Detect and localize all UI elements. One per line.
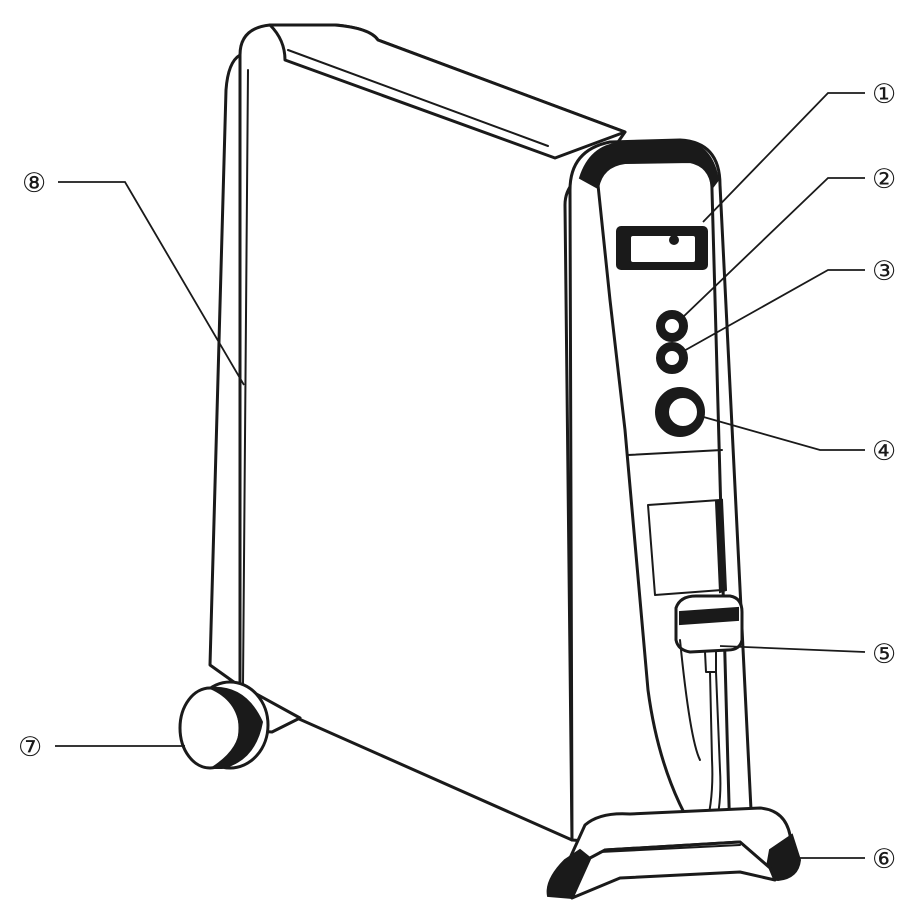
power-indicator-icon — [669, 235, 679, 245]
callout-4: ④ — [872, 436, 896, 467]
heater-left-edge — [208, 53, 247, 692]
callout-8: ⑧ — [22, 168, 46, 199]
leader-5 — [719, 645, 866, 653]
tower-cap — [578, 139, 720, 191]
leader-2 — [681, 177, 865, 319]
callout-1: ① — [872, 79, 896, 110]
callout-2: ② — [872, 164, 896, 195]
base-front — [546, 848, 592, 900]
control-tower — [568, 138, 754, 844]
right-foot-base — [546, 806, 802, 900]
leader-1 — [702, 92, 865, 223]
power-switch — [629, 234, 697, 264]
heater-top-rail — [268, 23, 627, 160]
callout-5: ⑤ — [872, 639, 896, 670]
wheel — [178, 680, 270, 770]
leader-lines — [55, 92, 866, 859]
leader-3 — [681, 269, 865, 353]
callout-6: ⑥ — [872, 844, 896, 875]
heater-body — [208, 23, 627, 842]
callout-labels: ① ② ③ ④ ⑤ ⑥ ⑦ ⑧ — [18, 79, 896, 875]
leader-8 — [58, 181, 245, 386]
leader-4 — [699, 415, 865, 451]
callout-7: ⑦ — [18, 732, 42, 763]
callout-3: ③ — [872, 256, 896, 287]
